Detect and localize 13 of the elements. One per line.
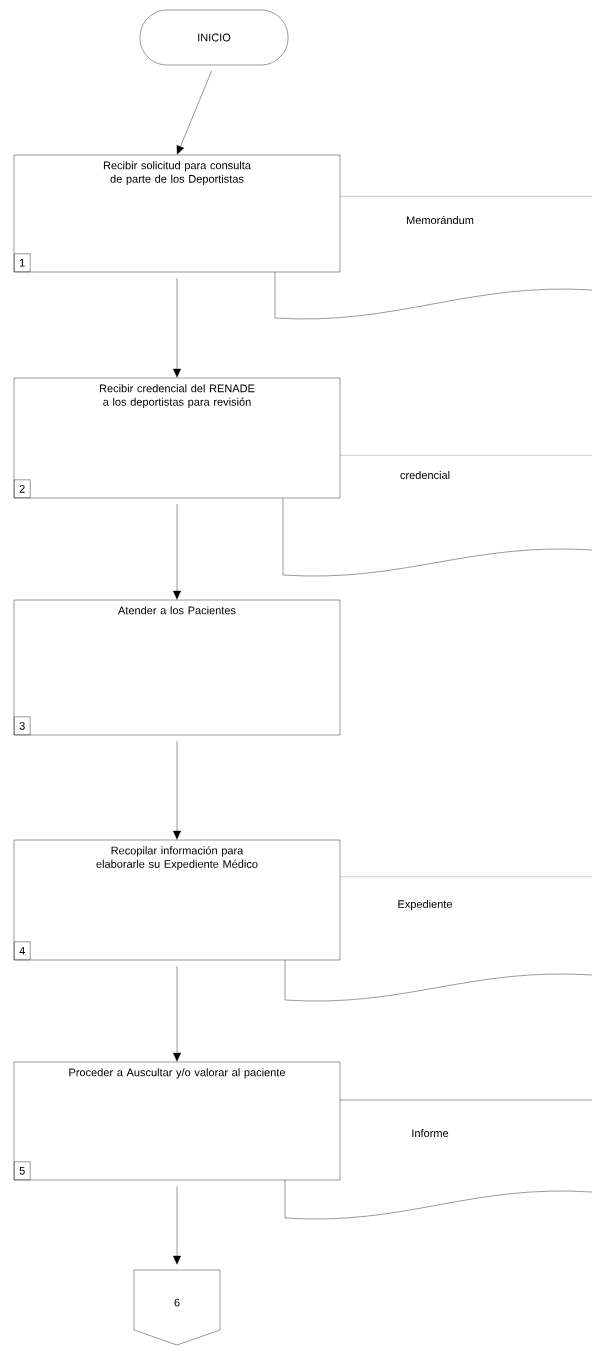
step-number: 1 bbox=[14, 253, 31, 272]
step-number: 3 bbox=[14, 716, 31, 735]
arrow bbox=[176, 70, 212, 155]
arrow bbox=[173, 966, 181, 1062]
arrow bbox=[173, 278, 181, 378]
off-page-connector: 6 bbox=[133, 1269, 221, 1346]
step-number: 4 bbox=[14, 941, 31, 960]
start-terminator: INICIO bbox=[139, 9, 289, 66]
arrow bbox=[173, 741, 181, 840]
arrow bbox=[173, 504, 181, 600]
arrow bbox=[173, 1186, 181, 1265]
step-number: 2 bbox=[14, 479, 31, 498]
step-number: 5 bbox=[14, 1161, 31, 1180]
